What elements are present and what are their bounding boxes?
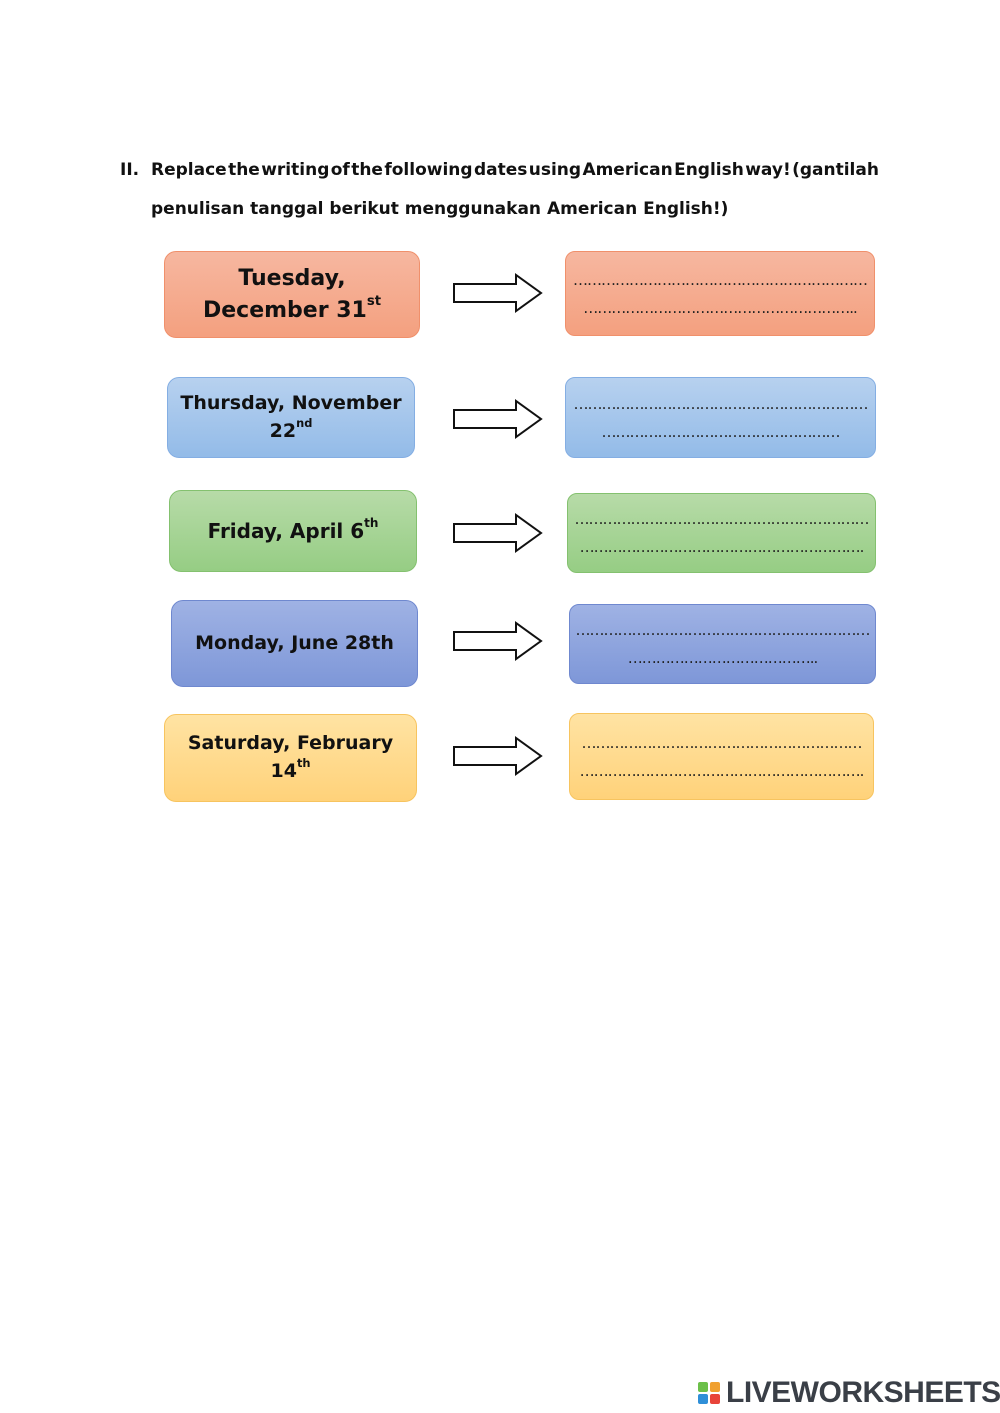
date-box-1: Tuesday, December 31st bbox=[164, 251, 420, 338]
date-box-4: Monday, June 28th bbox=[171, 600, 418, 687]
answer-box-1[interactable]: ……………………………………………………… ………………………………………………… bbox=[565, 251, 875, 336]
instruction-line-2: penulisan tanggal berikut menggunakan Am… bbox=[151, 199, 729, 219]
arrow-icon bbox=[453, 273, 543, 313]
answer-box-3[interactable]: ……………………………………………………… ………………………………………………… bbox=[567, 493, 876, 573]
date-box-2: Thursday, November 22nd bbox=[167, 377, 415, 458]
logo-text: LIVEWORKSHEETS bbox=[726, 1376, 1000, 1409]
liveworksheets-logo: LIVEWORKSHEETS bbox=[698, 1376, 1000, 1410]
instruction-line-1: Replace the writing of the following dat… bbox=[151, 160, 879, 180]
arrow-icon bbox=[453, 399, 543, 439]
answer-box-4[interactable]: ……………………………………………………… ………………………………….. bbox=[569, 604, 876, 684]
answer-box-5[interactable]: …………………………………………………… …………………………………………………… bbox=[569, 713, 874, 800]
logo-mark-icon bbox=[698, 1382, 720, 1404]
question-number: II. bbox=[120, 160, 140, 180]
date-box-3: Friday, April 6th bbox=[169, 490, 417, 572]
arrow-icon bbox=[453, 513, 543, 553]
answer-box-2[interactable]: ……………………………………………………… …………………………………………… bbox=[565, 377, 876, 458]
arrow-icon bbox=[453, 621, 543, 661]
date-box-5: Saturday, February 14th bbox=[164, 714, 417, 802]
arrow-icon bbox=[453, 736, 543, 776]
